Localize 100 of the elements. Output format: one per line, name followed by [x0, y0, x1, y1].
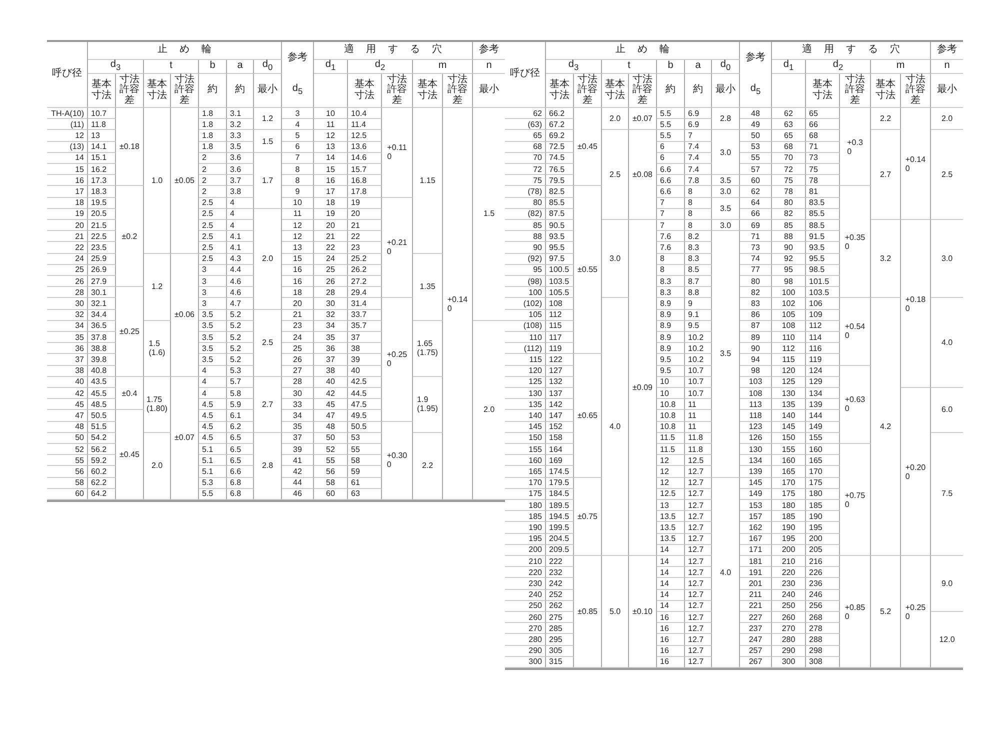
dimension-value: 10.8 [660, 400, 676, 409]
dimension-value: 29.4 [351, 288, 367, 297]
nominal-size: 28 [75, 288, 84, 297]
dimension-value: 2.2 [422, 461, 434, 470]
dimension-value: 22 [326, 242, 335, 252]
column-header: a [237, 61, 243, 72]
tolerance-value: +0.18 0 [905, 294, 926, 312]
dimension-value: 52 [326, 444, 335, 454]
dimension-value: 3.5 [230, 142, 242, 152]
dimension-value: 278 [809, 624, 822, 633]
column-header: m [896, 61, 905, 72]
tolerance-value: +0.11 0 [387, 143, 407, 162]
dimension-value: 6.6 [660, 176, 672, 185]
dimension-value: 2.5 [609, 170, 621, 180]
dimension-value: 125 [782, 377, 796, 386]
dimension-value: 13.5 [660, 534, 676, 544]
dimension-value: 87 [751, 321, 760, 330]
dimension-value: 4 [202, 366, 206, 376]
dimension-value: 10 [293, 198, 302, 208]
dimension-value: 194.5 [549, 512, 570, 521]
dimension-value: 109 [809, 310, 822, 320]
dimension-value: 25.2 [351, 254, 367, 264]
dimension-value: 242 [549, 578, 562, 588]
tolerance-value: ±0.2 [122, 232, 138, 241]
dimension-value: 78 [784, 186, 793, 196]
dimension-value: 256 [809, 601, 822, 610]
dimension-value: 103 [748, 377, 762, 386]
dimension-value: 40 [326, 377, 335, 386]
dimension-value: 130 [748, 444, 762, 454]
column-header: 寸法許容差 [632, 74, 653, 106]
dimension-value: 38 [351, 344, 360, 353]
tolerance-value: ±0.18 [120, 142, 140, 152]
nominal-size: 240 [528, 590, 542, 600]
dimension-value: 8 [660, 265, 664, 274]
dimension-value: 167 [748, 534, 762, 544]
nominal-size: (78) [528, 186, 542, 196]
dimension-value: 144 [809, 410, 822, 420]
dimension-value: 30 [293, 388, 302, 398]
dimension-value: 2.0 [609, 114, 621, 124]
nominal-size: 55 [75, 456, 84, 465]
dimension-value: 2 [202, 153, 206, 162]
nominal-size: 280 [528, 634, 542, 644]
column-header: 最小 [478, 85, 500, 96]
dimension-value: 102 [782, 298, 796, 308]
dimension-value: 90 [784, 242, 793, 252]
dimension-value: 300 [782, 657, 796, 666]
dimension-value: 87.5 [549, 209, 565, 218]
dimension-value: 8.9 [660, 344, 672, 353]
dimension-value: 30.1 [91, 288, 107, 297]
dimension-value: 3.7 [230, 176, 242, 185]
column-header: 約 [206, 85, 218, 96]
dimension-value: 11 [688, 410, 696, 420]
dimension-value: 220 [782, 568, 796, 577]
dimension-value: 158 [549, 433, 562, 442]
dimension-value: 149 [809, 422, 822, 432]
dimension-value: 108 [782, 321, 796, 330]
dimension-value: 16 [660, 657, 669, 666]
dimension-value: 8.3 [688, 254, 700, 264]
dimension-value: 24 [326, 254, 335, 264]
dimension-value: 98 [784, 276, 793, 286]
dimension-value: 73 [809, 153, 818, 162]
column-header: 適用する穴 [802, 45, 912, 56]
dimension-value: 3.5 [720, 204, 732, 213]
column-header: 寸法許容差 [386, 74, 408, 106]
column-header: 基本寸法 [146, 80, 168, 101]
dimension-value: 26 [326, 276, 335, 286]
dimension-value: 2.7 [262, 400, 274, 409]
dimension-value: 3.5 [202, 310, 214, 320]
nominal-size: 125 [528, 377, 542, 386]
tolerance-value: +0.54 0 [844, 322, 866, 340]
dimension-value: 16 [326, 176, 335, 185]
nominal-size: 18 [75, 198, 84, 208]
dimension-value: 90.5 [549, 220, 565, 230]
dimension-value: 14 [660, 590, 669, 600]
dimension-value: 191 [748, 568, 762, 577]
dimension-value: 9 [688, 298, 692, 308]
dimension-value: 95.5 [549, 242, 565, 252]
dimension-value: 14.1 [91, 142, 107, 152]
dimension-value: 175 [782, 489, 796, 498]
dimension-value: 7.4 [688, 164, 700, 174]
dimension-value: 2.5 [202, 254, 214, 264]
dimension-value: 5.2 [230, 310, 242, 320]
dimension-value: 8 [688, 220, 692, 230]
dimension-value: 3.5 [720, 349, 732, 358]
dimension-value: 34.4 [91, 310, 107, 320]
dimension-value: 137 [549, 388, 562, 398]
dimension-value: 12.7 [688, 612, 704, 622]
dimension-value: 82 [784, 209, 793, 218]
dimension-value: 27.9 [91, 276, 107, 286]
dimension-value: 3.5 [202, 332, 214, 342]
dimension-value: 100 [782, 288, 796, 297]
column-header: t [628, 61, 630, 72]
dimension-value: 122 [549, 354, 562, 364]
nominal-size: 170 [528, 478, 542, 488]
dimension-value: 3.0 [720, 186, 732, 196]
dimension-value: 3 [295, 108, 300, 118]
dimension-value: 66 [751, 209, 760, 218]
tolerance-value: ±0.45 [120, 450, 140, 460]
dimension-value: 4.6 [230, 288, 242, 297]
dimension-value: 6.5 [230, 433, 242, 442]
